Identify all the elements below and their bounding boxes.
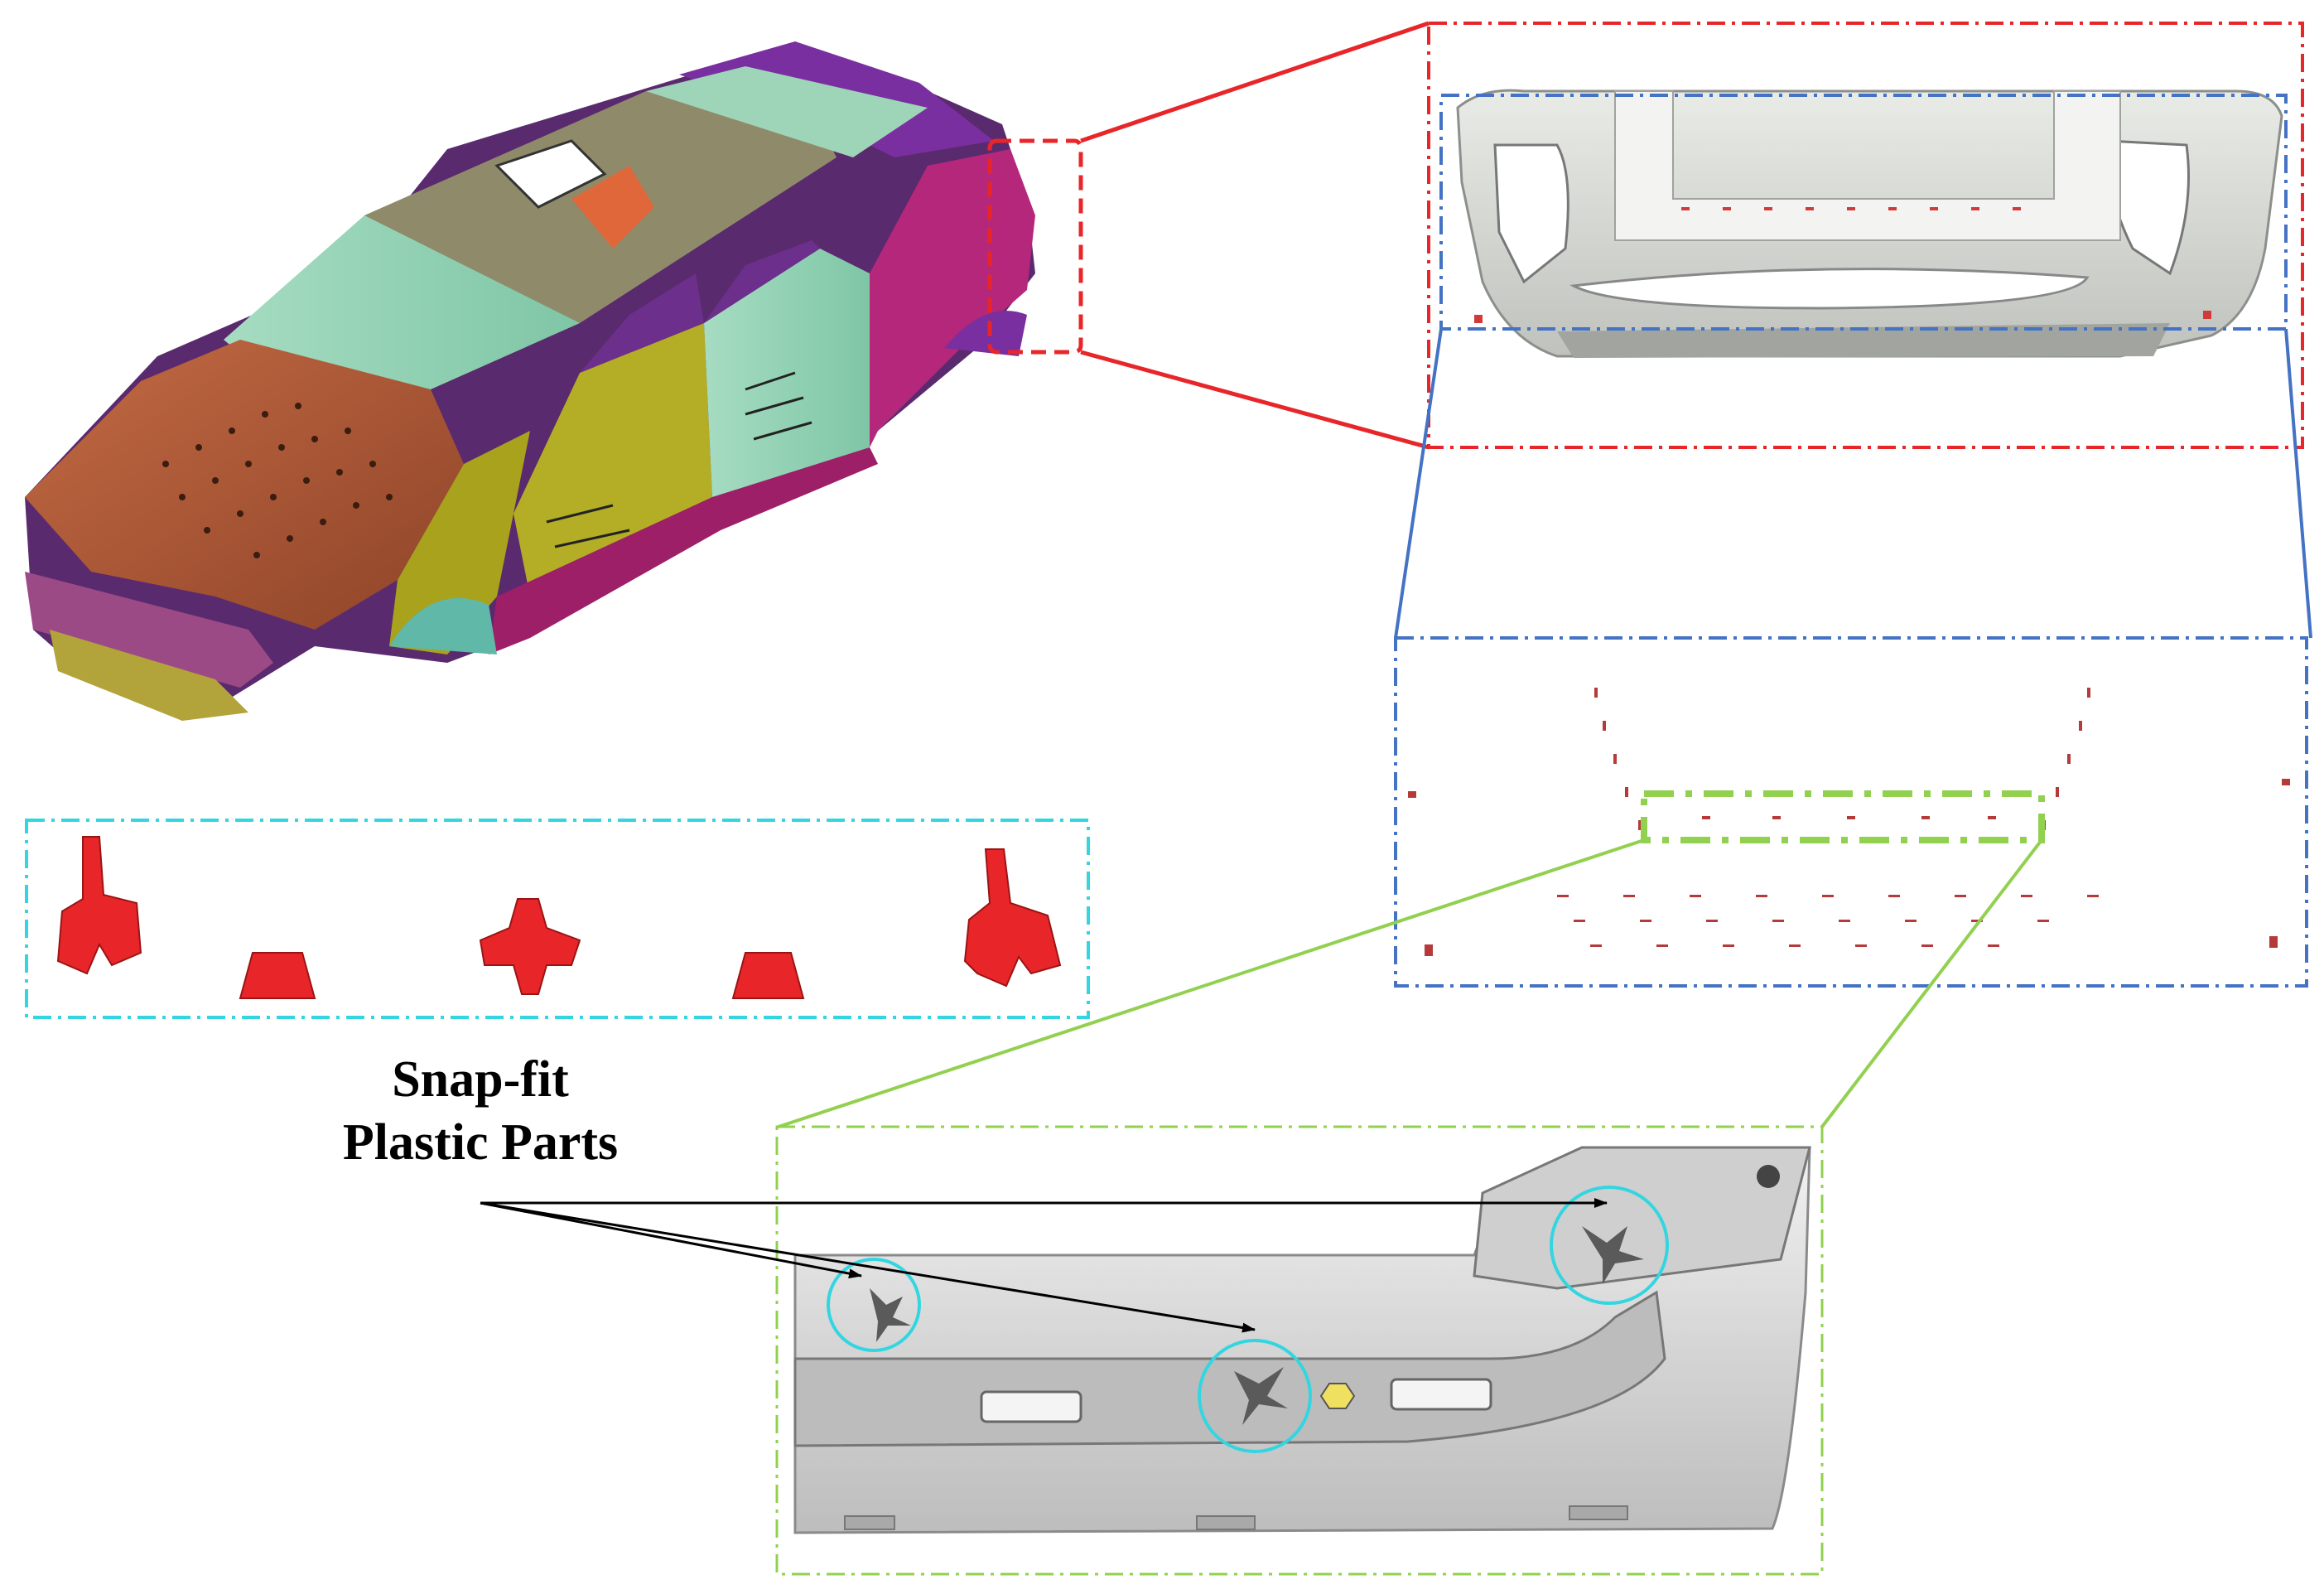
sunroof-opening xyxy=(494,139,607,209)
clip-sample-5 xyxy=(963,848,1062,988)
annotation-arrows xyxy=(480,1198,1608,1333)
green-callout xyxy=(775,790,2045,1576)
rear-wheel-arch xyxy=(944,311,1027,356)
bumper-lower-lip xyxy=(1557,323,2170,358)
snap-fit-clip-samples xyxy=(56,836,1062,999)
blue-callout xyxy=(1394,328,2312,988)
hood-panel xyxy=(25,340,464,630)
quarter-panel xyxy=(870,149,1035,447)
rear-door xyxy=(704,249,870,497)
clip-layout-frame xyxy=(1394,636,2308,988)
rear-window-panel xyxy=(646,66,928,157)
detail-upper-bracket xyxy=(1473,1146,1811,1290)
highlight-circle-1 xyxy=(827,1258,921,1352)
door-panel-marks xyxy=(546,371,812,548)
red-leader-top xyxy=(1080,21,1430,143)
detail-bolt-hole xyxy=(1757,1165,1780,1188)
clip-sample-4 xyxy=(731,952,805,999)
clip-samples xyxy=(25,819,1090,1019)
bumper-red-frame xyxy=(1427,22,2304,449)
clip-sample-1 xyxy=(56,836,142,975)
bumper-clip-marks xyxy=(1474,207,2211,323)
clip-samples-frame xyxy=(25,819,1090,1019)
detail-base-tabs xyxy=(844,1505,1628,1530)
clip-sample-3 xyxy=(479,898,581,995)
detail-hex-hole xyxy=(1319,1383,1356,1409)
snap-fit-clip xyxy=(870,1226,1644,1425)
car-callout-box xyxy=(987,138,1083,355)
front-structure xyxy=(50,630,248,721)
bumper-detail-view xyxy=(793,1146,1811,1534)
highlight-circle-2 xyxy=(1198,1339,1312,1453)
detail-slot-2 xyxy=(1390,1378,1492,1411)
caption-line-2: Plastic Parts xyxy=(342,1114,619,1171)
car-body-model xyxy=(25,41,1035,721)
arrow-to-clip-2 xyxy=(480,1201,1256,1333)
front-wheel-arch xyxy=(389,597,497,655)
highlight-circle-3 xyxy=(1550,1186,1669,1305)
clip-layout-points xyxy=(1408,688,2290,956)
detail-slot-1 xyxy=(980,1390,1082,1423)
bumper-blue-frame xyxy=(1439,94,2288,331)
front-crash-beam xyxy=(25,572,273,688)
red-callout xyxy=(987,21,2304,450)
arrow-to-clip-1 xyxy=(480,1201,862,1279)
bumper-left-opening xyxy=(1493,143,1569,284)
sill-magenta xyxy=(489,447,878,655)
clip-zoom-box xyxy=(1641,790,2045,843)
windshield-panel xyxy=(224,215,580,389)
seat-orange xyxy=(571,166,654,249)
clip-sample-2 xyxy=(239,952,316,999)
front-bumper-model xyxy=(1439,89,2288,358)
bumper-top-cutout xyxy=(1614,90,2121,241)
bumper-grille-slot xyxy=(1569,268,2090,310)
snap-fit-caption: Snap-fit Plastic Parts xyxy=(248,1048,712,1174)
caption-line-1: Snap-fit xyxy=(392,1051,569,1108)
front-fender xyxy=(389,431,530,655)
red-leader-bottom xyxy=(1080,350,1430,450)
hood-hole-pattern xyxy=(162,403,393,558)
rear-door-glass xyxy=(704,240,820,323)
detail-green-frame xyxy=(775,1125,1824,1576)
green-leader-right xyxy=(1820,838,2043,1128)
front-door-glass xyxy=(580,273,704,373)
blue-leader-right xyxy=(2284,328,2312,639)
green-leader-left xyxy=(778,838,1645,1128)
blue-leader-left xyxy=(1394,328,1443,639)
